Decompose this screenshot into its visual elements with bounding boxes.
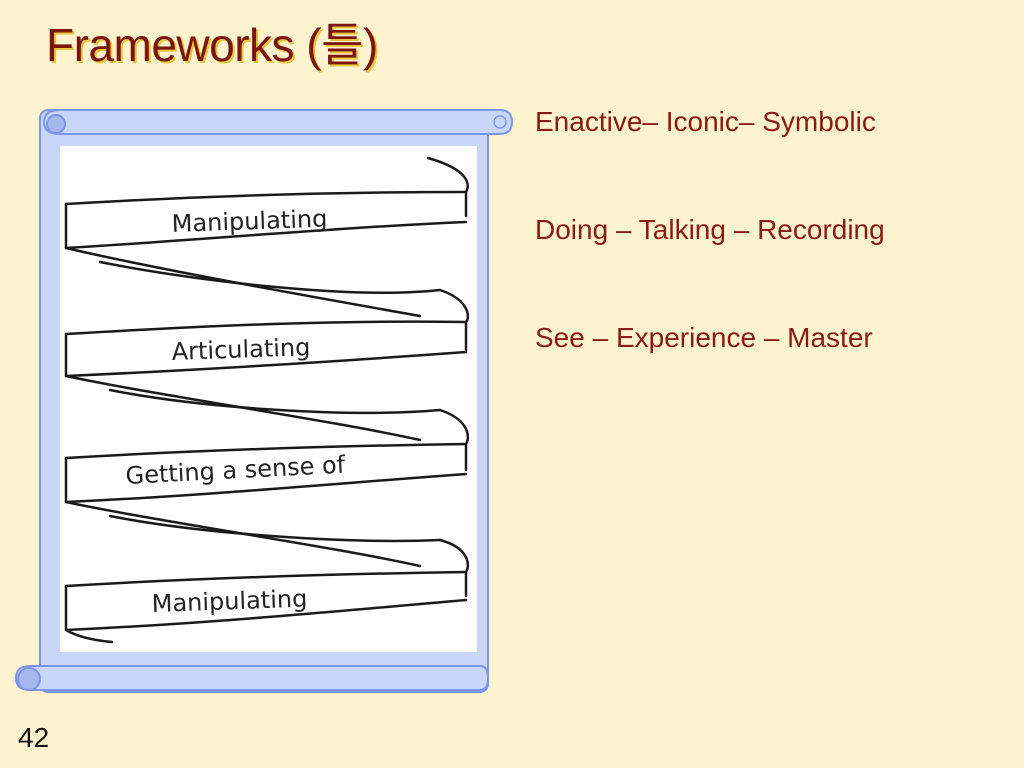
bullet-list: Enactive– Iconic– Symbolic Doing – Talki…	[535, 104, 1005, 428]
scroll-top-curl	[46, 114, 66, 134]
slide-title: Frameworks (틀)	[46, 19, 378, 71]
page-number: 42	[18, 722, 50, 753]
scroll-bottom-roll	[14, 665, 490, 691]
spiral-image-panel	[60, 146, 477, 652]
bullet-item: Enactive– Iconic– Symbolic	[535, 106, 876, 137]
bullet-item: Doing – Talking – Recording	[535, 214, 885, 245]
scroll-bottom-curl	[17, 667, 41, 691]
scroll-top-roll	[42, 109, 514, 135]
scroll-top-end	[493, 115, 507, 129]
ribbon-label-1: Manipulating	[171, 205, 328, 238]
bullet-item: See – Experience – Master	[535, 322, 873, 353]
spiral-ribbon	[64, 156, 470, 644]
ribbon-label-4: Manipulating	[151, 585, 308, 618]
ribbon-label-2: Articulating	[171, 333, 311, 366]
